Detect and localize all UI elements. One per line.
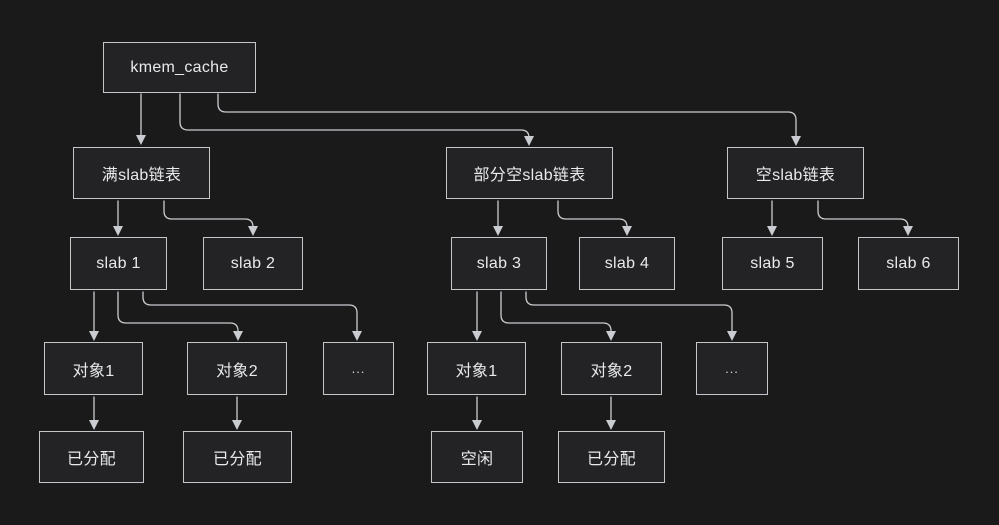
node-label: 对象1	[455, 362, 498, 380]
node-slab-3: slab 3	[451, 237, 547, 290]
node-full-object-1-state: 已分配	[39, 431, 144, 483]
node-slab-6: slab 6	[858, 237, 959, 290]
node-partial-object-1: 对象1	[427, 342, 526, 395]
node-label: 对象2	[590, 362, 633, 380]
arrow-slab1-to-more	[142, 291, 362, 341]
node-label: 满slab链表	[101, 167, 182, 184]
node-full-object-1: 对象1	[44, 342, 143, 395]
node-partial-object-2: 对象2	[561, 342, 662, 395]
node-label: 已分配	[67, 451, 116, 468]
node-kmem-cache: kmem_cache	[103, 42, 256, 93]
node-label: ...	[725, 361, 739, 376]
node-slab-1: slab 1	[70, 237, 167, 290]
node-partial-object-2-state: 已分配	[558, 431, 665, 483]
node-slab-5: slab 5	[722, 237, 823, 290]
node-label: kmem_cache	[130, 58, 229, 76]
node-partial-slab-list: 部分空slab链表	[446, 147, 613, 199]
arrow-slab1-to-obj2	[117, 291, 243, 341]
arrow-kmem-to-empty-list	[217, 93, 801, 146]
node-full-slab-list: 满slab链表	[73, 147, 210, 199]
node-partial-object-1-state: 空闲	[431, 431, 523, 483]
node-label: 空slab链表	[755, 167, 836, 184]
node-label: slab 5	[750, 254, 795, 272]
node-label: 对象2	[216, 362, 258, 380]
node-label: 已分配	[213, 451, 262, 468]
arrow-full-list-to-slab2	[163, 200, 258, 236]
node-label: slab 3	[476, 254, 522, 272]
arrow-partial-list-to-slab4	[557, 200, 632, 236]
node-label: 对象1	[72, 362, 115, 380]
node-slab-2: slab 2	[203, 237, 303, 290]
arrow-slab3-to-more	[525, 291, 737, 341]
arrow-empty-list-to-slab6	[817, 200, 913, 236]
node-full-object-2-state: 已分配	[183, 431, 292, 483]
node-partial-object-more: ...	[696, 342, 768, 395]
node-label: slab 4	[604, 254, 650, 272]
node-full-object-2: 对象2	[187, 342, 287, 395]
node-label: 空闲	[460, 451, 494, 468]
arrow-slab3-to-obj2	[500, 291, 616, 341]
arrow-kmem-to-partial-list	[179, 93, 534, 146]
node-label: slab 6	[886, 254, 931, 272]
node-slab-4: slab 4	[579, 237, 675, 290]
node-empty-slab-list: 空slab链表	[727, 147, 864, 199]
node-full-object-more: ...	[323, 342, 394, 395]
node-label: 已分配	[587, 451, 636, 468]
node-label: 部分空slab链表	[473, 167, 586, 184]
node-label: slab 2	[230, 254, 276, 272]
node-label: ...	[351, 361, 366, 376]
node-label: slab 1	[96, 254, 141, 272]
